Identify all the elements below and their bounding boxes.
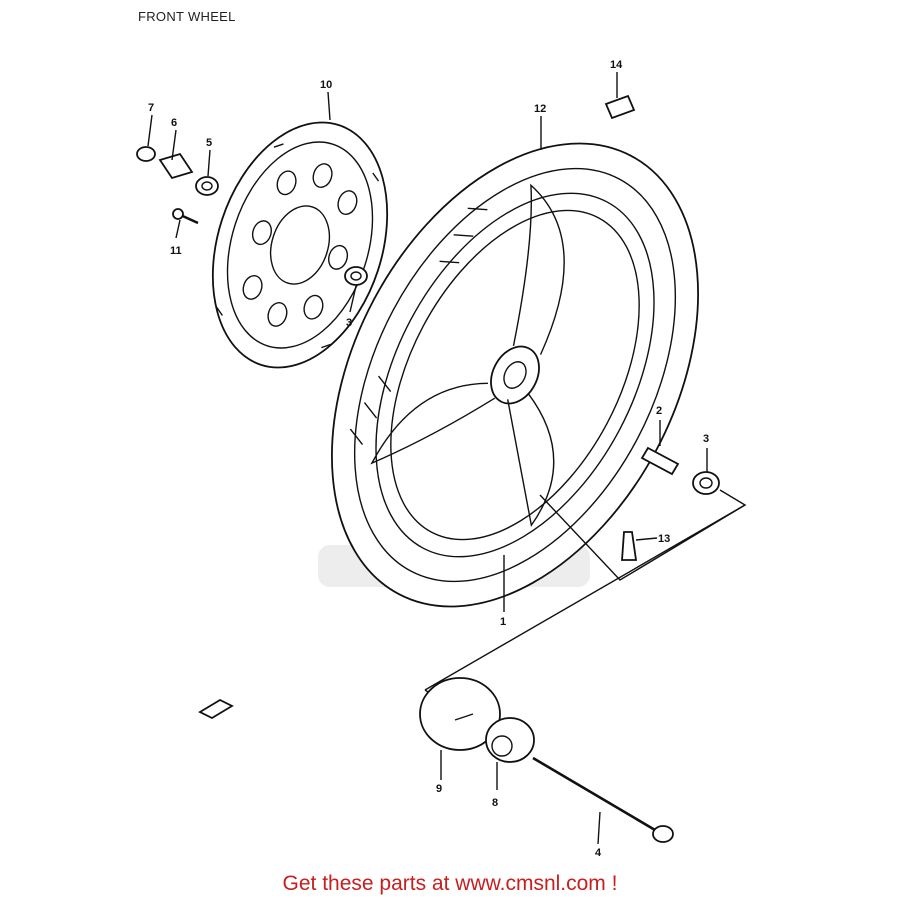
bearing-3-right — [692, 471, 720, 495]
bolt-11 — [172, 208, 199, 225]
nut-7 — [136, 146, 156, 162]
callout-13: 13 — [658, 533, 670, 545]
callout-4: 4 — [595, 847, 602, 859]
callout-6: 6 — [171, 117, 177, 129]
bearing-3-left — [344, 266, 368, 286]
bolt-5 — [195, 176, 219, 196]
clip-14 — [604, 94, 636, 120]
speedo-gear-8 — [485, 717, 535, 763]
leader-lines — [147, 72, 708, 845]
callout-10: 10 — [320, 79, 332, 91]
collar-9 — [419, 677, 501, 751]
spacer-2 — [640, 446, 680, 476]
callout-1: 1 — [500, 616, 506, 628]
callout-2: 2 — [656, 405, 662, 417]
callout-12: 12 — [534, 103, 546, 115]
callout-5: 5 — [206, 137, 212, 149]
axle-4 — [532, 756, 674, 843]
front-wheel — [331, 142, 699, 608]
callout-14: 14 — [610, 59, 623, 71]
page-title: FRONT WHEEL — [138, 9, 236, 24]
callout-3-right: 3 — [703, 433, 709, 445]
callout-9: 9 — [436, 783, 442, 795]
valve-13 — [621, 531, 638, 561]
spacer-6 — [158, 152, 194, 180]
callout-3-left: 3 — [346, 317, 352, 329]
brake-disc — [211, 121, 389, 369]
callout-7: 7 — [148, 102, 154, 114]
callout-8: 8 — [492, 797, 498, 809]
front-arrow-icon — [198, 698, 234, 720]
footer-link-text[interactable]: Get these parts at www.cmsnl.com ! — [282, 872, 618, 895]
callout-11: 11 — [170, 245, 182, 257]
